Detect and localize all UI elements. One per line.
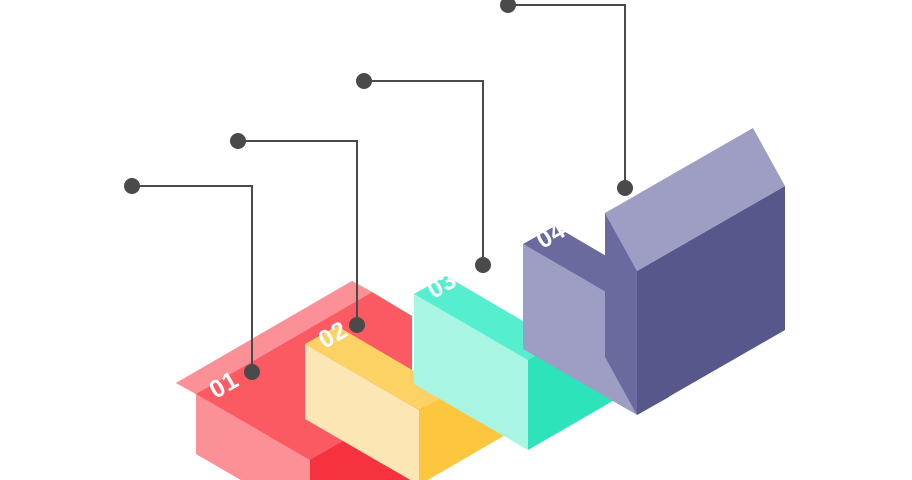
connector-03-line — [364, 80, 484, 265]
step-04-box-top — [605, 128, 785, 271]
connector-01[interactable] — [124, 178, 260, 380]
connector-04-dot-end[interactable] — [617, 180, 633, 196]
connector-02-dot-end[interactable] — [349, 317, 365, 333]
step-04-box-front — [637, 186, 785, 415]
step-03-body-front-left — [414, 294, 528, 450]
connector-01-line — [132, 185, 253, 372]
connector-03[interactable] — [356, 73, 491, 273]
connector-04-dot-start[interactable] — [500, 0, 516, 13]
connector-03-dot-end[interactable] — [475, 257, 491, 273]
step-04-body-front-left — [523, 244, 637, 415]
connector-04[interactable] — [500, 0, 633, 196]
step-02-body-front-left — [305, 344, 419, 480]
step-01-body-front-left — [196, 394, 310, 480]
connector-01-dot-end[interactable] — [244, 364, 260, 380]
step-01-top-bevel-fill — [176, 281, 372, 394]
connector-02-line — [238, 140, 358, 325]
connector-03-dot-start[interactable] — [356, 73, 372, 89]
step-04-box-left — [605, 213, 637, 415]
connector-01-dot-start[interactable] — [124, 178, 140, 194]
connector-02[interactable] — [230, 133, 365, 333]
connector-02-dot-start[interactable] — [230, 133, 246, 149]
connector-04-line — [508, 4, 626, 188]
